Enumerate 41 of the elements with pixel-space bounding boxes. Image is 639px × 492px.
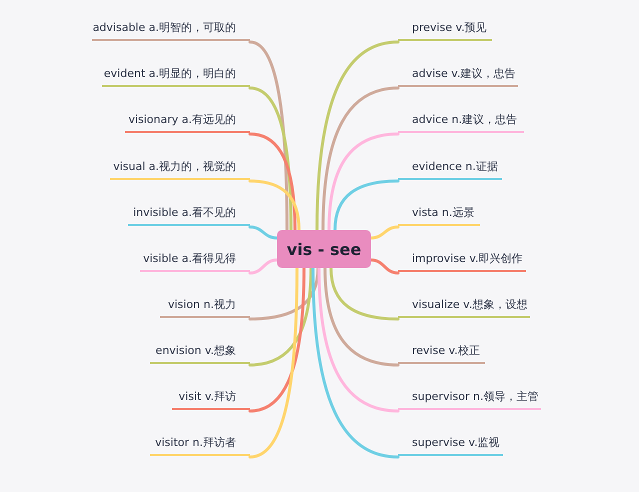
branch-line bbox=[370, 226, 400, 240]
branch-line bbox=[248, 266, 312, 366]
branch-line bbox=[248, 266, 306, 412]
branch-line bbox=[248, 266, 320, 320]
branch-topic: visitor n.拜访者 bbox=[150, 436, 250, 456]
branch-topic: visualize v.想象，设想 bbox=[398, 298, 530, 318]
branch-line bbox=[328, 132, 400, 232]
branch-topic: evident a.明显的，明白的 bbox=[102, 67, 250, 87]
branch-line bbox=[248, 132, 296, 232]
branch-line bbox=[318, 266, 400, 412]
branch-topic: visionary a.有远见的 bbox=[125, 113, 250, 133]
branch-line bbox=[322, 86, 400, 232]
branch-topic: vista n.远景 bbox=[398, 206, 480, 226]
branch-topic: advice n.建议，忠告 bbox=[398, 113, 524, 133]
branch-topic: revise v.校正 bbox=[398, 344, 485, 364]
branch-topic: improvise v.即兴创作 bbox=[398, 252, 526, 272]
branch-line bbox=[370, 258, 400, 274]
branch-topic: evidence n.证据 bbox=[398, 160, 502, 180]
branch-line bbox=[248, 86, 292, 232]
branch-topic: advisable a.明智的，可取的 bbox=[92, 21, 250, 41]
branch-line bbox=[316, 40, 400, 232]
branch-line bbox=[312, 266, 400, 458]
branch-line bbox=[248, 258, 278, 274]
branch-topic: visual a.视力的，视觉的 bbox=[110, 160, 250, 180]
branch-line bbox=[334, 180, 400, 232]
branch-line bbox=[324, 266, 400, 366]
branch-line bbox=[248, 266, 298, 458]
branch-topic: vision n.视力 bbox=[160, 298, 250, 318]
branch-line bbox=[248, 226, 278, 240]
branch-line bbox=[248, 40, 288, 232]
branch-topic: supervise v.监视 bbox=[398, 436, 503, 456]
topic-box: vis - see bbox=[277, 230, 371, 268]
branch-line bbox=[248, 180, 300, 232]
branch-line bbox=[330, 266, 400, 320]
branch-topic: visible a.看得见得 bbox=[140, 252, 250, 272]
branch-topic: visit v.拜访 bbox=[172, 390, 250, 410]
branch-topic: previse v.预见 bbox=[398, 21, 492, 41]
branch-topic: envision v.想象 bbox=[150, 344, 250, 364]
branch-topic: advise v.建议，忠告 bbox=[398, 67, 518, 87]
branch-topic: supervisor n.领导，主管 bbox=[398, 390, 541, 410]
branch-topic: invisible a.看不见的 bbox=[128, 206, 250, 226]
